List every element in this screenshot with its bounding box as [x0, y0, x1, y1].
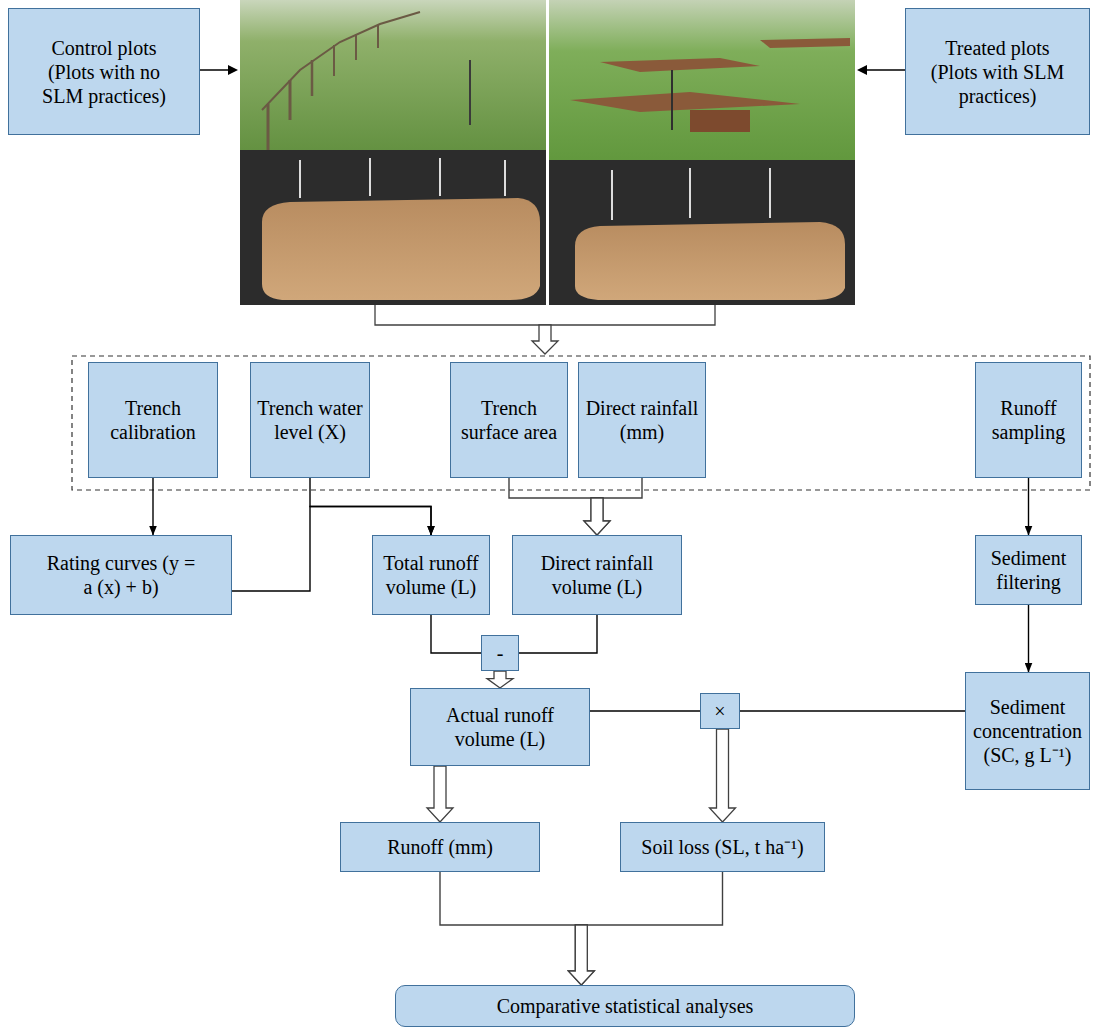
block-arrow [584, 498, 610, 535]
box-label: × [714, 699, 725, 723]
box-label: Soil loss (SL, t ha⁻¹) [641, 835, 803, 859]
box-label: Rating curves (y = a (x) + b) [46, 551, 196, 599]
box-label: Treated plots (Plots with SLM practices) [923, 36, 1073, 108]
box-label: Direct rainfall volume (L) [518, 551, 676, 599]
treated-plot-photo [549, 0, 855, 305]
connector-line [1028, 478, 1029, 535]
result-box: Comparative statistical analyses [395, 985, 855, 1027]
dashed-group-frame [72, 356, 1090, 490]
box-label: Sediment concentration (SC, g L⁻¹) [971, 695, 1084, 767]
connector [1028, 605, 1029, 672]
connector-line [597, 478, 642, 498]
block-arrow [584, 498, 610, 535]
process-box: Trench surface area [450, 362, 568, 478]
connector-line [740, 710, 965, 711]
connector [440, 872, 594, 985]
connector-line [581, 872, 722, 925]
connector-line [431, 615, 481, 653]
block-arrow [568, 925, 594, 985]
box-label: Comparative statistical analyses [497, 994, 754, 1018]
connector [590, 711, 700, 712]
process-box: Runoff (mm) [340, 822, 540, 872]
box-label: Total runoff volume (L) [378, 551, 484, 599]
connector-line [152, 478, 153, 535]
block-arrow [487, 671, 513, 688]
process-box: Control plots (Plots with no SLM practic… [8, 8, 200, 135]
block-arrow [568, 925, 594, 985]
box-label: Control plots (Plots with no SLM practic… [29, 36, 179, 108]
process-box: Sediment filtering [975, 535, 1082, 605]
connector-line [519, 615, 597, 653]
operator-box: - [481, 635, 519, 671]
connector [431, 615, 481, 653]
box-label: Actual runoff volume (L) [425, 703, 575, 751]
box-label: Runoff (mm) [387, 835, 493, 859]
connector [487, 671, 513, 688]
connector-line [509, 478, 597, 498]
photo-bracket [375, 305, 715, 354]
process-box: Soil loss (SL, t ha⁻¹) [620, 822, 825, 872]
process-box: Treated plots (Plots with SLM practices) [905, 8, 1090, 135]
box-label: Runoff sampling [981, 396, 1076, 444]
box-label: Direct rainfall (mm) [584, 396, 700, 444]
connector-line [1028, 605, 1029, 672]
process-box: Runoff sampling [975, 362, 1082, 478]
photo-input-arrows [200, 65, 905, 75]
process-box: Direct rainfall volume (L) [512, 535, 682, 615]
connector [509, 478, 610, 535]
process-box: Trench calibration [88, 362, 218, 478]
box-label: Trench surface area [456, 396, 562, 444]
process-box: Direct rainfall (mm) [578, 362, 706, 478]
connector-line [440, 872, 581, 925]
connector [427, 766, 453, 822]
connector [153, 478, 154, 535]
connector-line [590, 710, 700, 711]
process-box: Sediment concentration (SC, g L⁻¹) [965, 672, 1090, 790]
control-plot-photo [240, 0, 546, 305]
block-arrow [710, 729, 736, 822]
box-label: Trench calibration [94, 396, 212, 444]
box-label: - [497, 641, 504, 665]
block-arrow [427, 766, 453, 822]
operator-box: × [700, 693, 740, 729]
connector [519, 615, 597, 653]
process-box: Total runoff volume (L) [372, 535, 490, 615]
process-box: Trench water level (X) [250, 362, 370, 478]
connector [584, 478, 642, 535]
connector [1028, 478, 1029, 535]
process-box: Actual runoff volume (L) [410, 688, 590, 766]
connector [740, 711, 965, 712]
connector [710, 729, 736, 822]
box-label: Trench water level (X) [256, 396, 364, 444]
process-box: Rating curves (y = a (x) + b) [10, 535, 232, 615]
box-label: Sediment filtering [981, 546, 1076, 594]
connector [568, 872, 722, 985]
